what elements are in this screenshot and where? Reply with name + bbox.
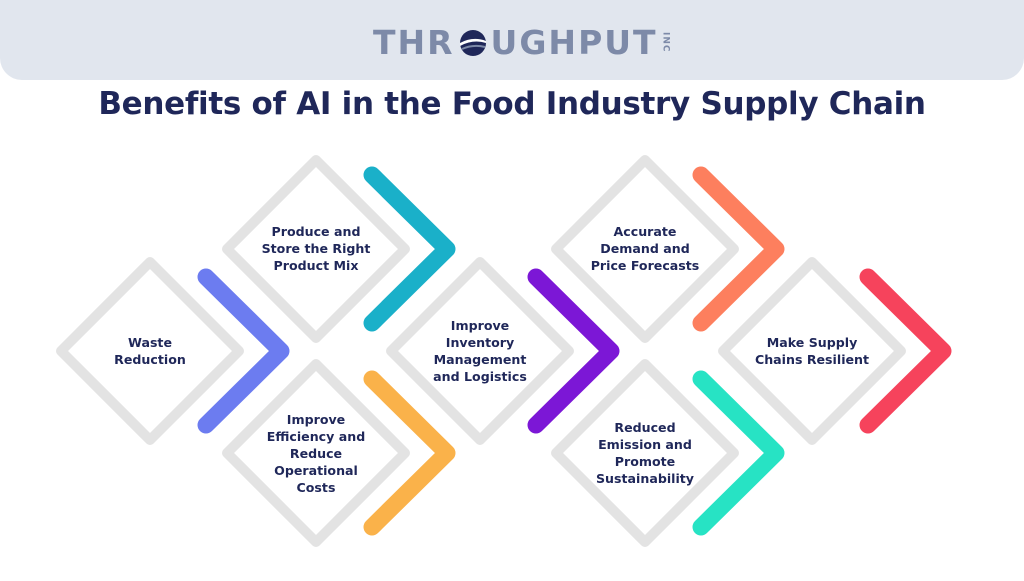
globe-icon xyxy=(458,27,488,57)
benefit-chevron xyxy=(363,370,456,536)
benefit-diamond xyxy=(551,359,739,547)
benefit-diamond xyxy=(56,257,244,445)
brand-text-middle: UGH xyxy=(490,22,579,62)
benefit-chevron xyxy=(527,268,620,434)
benefit-chevron xyxy=(692,166,785,332)
brand-suffix: INC xyxy=(660,31,671,53)
benefit-diamond xyxy=(222,155,410,343)
benefit-diamond xyxy=(718,257,906,445)
benefit-label-waste-reduction: Waste Reduction xyxy=(114,335,186,367)
benefit-label-efficiency: Improve Efficiency and Reduce Operationa… xyxy=(266,412,366,495)
benefit-node-forecasts xyxy=(551,155,785,343)
benefit-diamond xyxy=(386,257,574,445)
brand-text-left: THR xyxy=(373,22,455,62)
page-title: Benefits of AI in the Food Industry Supp… xyxy=(98,86,926,122)
benefit-chevron xyxy=(197,268,290,434)
benefit-node-waste-reduction xyxy=(56,257,290,445)
benefit-chevron xyxy=(363,166,456,332)
benefit-label-inventory: Improve Inventory Management and Logisti… xyxy=(433,318,527,384)
benefit-chevron xyxy=(859,268,952,434)
benefit-diamond xyxy=(222,359,410,547)
benefit-node-resilient xyxy=(718,257,952,445)
header-bar: THR UGH PUT INC xyxy=(0,0,1024,80)
benefit-node-efficiency xyxy=(222,359,456,547)
benefit-label-sustainability: Reduced Emission and Promote Sustainabil… xyxy=(595,420,695,486)
benefit-chevron xyxy=(692,370,785,536)
benefit-node-sustainability xyxy=(551,359,785,547)
benefit-diamond xyxy=(551,155,739,343)
benefit-label-forecasts: Accurate Demand and Price Forecasts xyxy=(590,224,700,273)
benefit-label-resilient: Make Supply Chains Resilient xyxy=(754,335,870,367)
benefit-node-product-mix xyxy=(222,155,456,343)
benefit-label-product-mix: Produce and Store the Right Product Mix xyxy=(261,224,371,273)
brand-logo[interactable]: THR UGH PUT INC xyxy=(373,22,671,62)
benefit-node-inventory xyxy=(386,257,620,445)
brand-text-right: PUT xyxy=(578,22,658,62)
